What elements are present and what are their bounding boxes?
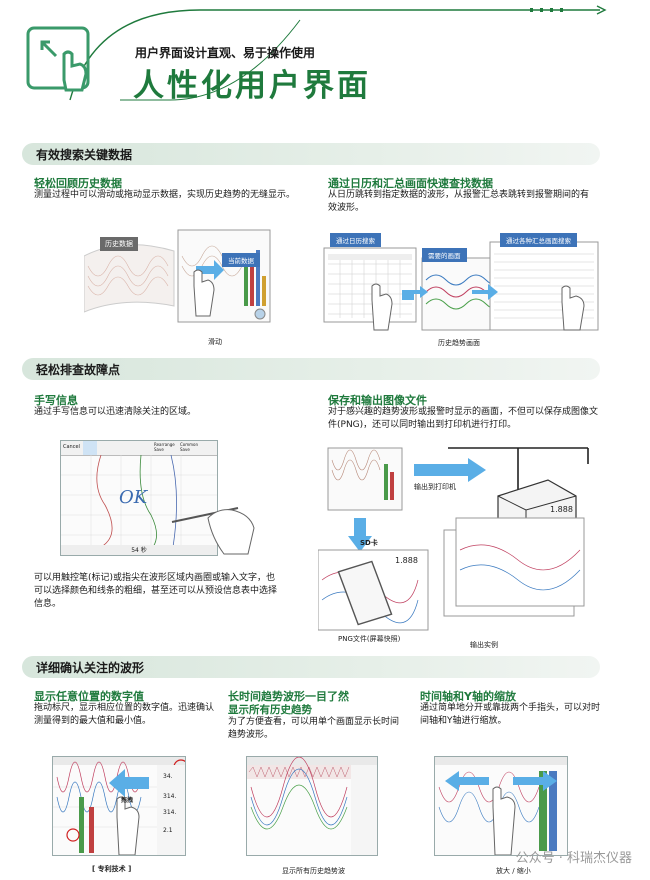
handwritten-ok: OK	[119, 487, 148, 508]
pen-icon[interactable]	[83, 441, 97, 455]
text-handwriting-detail: 可以用触控笔(标记)或指尖在波形区域内画圈或输入文字，也可以选择颜色和线条的粗细…	[34, 573, 278, 609]
watermark: 公众号 · 科瑞杰仪器	[515, 851, 632, 866]
all-history-trend	[247, 757, 377, 855]
subheading-all-history: 显示所有历史趋势	[228, 704, 312, 716]
section-bar-search: 有效搜索关键数据	[22, 143, 600, 165]
all-history-screen	[246, 756, 378, 856]
header-subtitle: 用户界面设计直观、易于操作使用	[135, 46, 316, 60]
handwriting-grid	[61, 455, 217, 547]
toolbar-common-save[interactable]: Common Save	[180, 442, 199, 452]
tag-summary-search: 通过各种汇总画面搜索	[500, 233, 577, 247]
value-display-png: 1.888	[395, 556, 418, 565]
image-output-illustration	[318, 447, 589, 631]
tag-current-data: 当前数据	[222, 253, 260, 267]
zoom-screen	[434, 756, 568, 856]
caption-history-trend: 历史趋势画面	[438, 339, 480, 347]
history-swipe-illustration	[84, 229, 271, 323]
stylus-hand-illustration	[171, 507, 255, 555]
cursor-value-1: 34.	[163, 773, 173, 780]
handwriting-toolbar: Cancel Rearrange Save Common Save	[61, 441, 217, 456]
page-title: 人性化用户界面	[133, 68, 371, 104]
caption-swipe: 滑动	[208, 338, 222, 346]
heading-zoom: 时间轴和Y轴的缩放	[420, 690, 516, 703]
caption-patent: [ 专利技术 ]	[92, 865, 132, 873]
tag-calendar-search: 通过日历搜索	[330, 233, 381, 247]
heading-image-output: 保存和输出图像文件	[328, 394, 427, 407]
marker-icon[interactable]	[97, 441, 111, 455]
toolbar-rearrange-save[interactable]: Rearrange Save	[154, 442, 175, 452]
cursor-value-4: 2.1	[163, 827, 173, 834]
section-bar-troubleshoot: 轻松排查故障点	[22, 358, 600, 380]
text-cursor-value: 拖动标尺，显示相应位置的数字值。迅速确认测量得到的最大值和最小值。	[34, 703, 215, 726]
color-icon[interactable]	[125, 441, 139, 455]
caption-all-history: 显示所有历史趋势波	[282, 867, 345, 875]
eraser-icon[interactable]	[111, 441, 125, 455]
heading-cursor-value: 显示任意位置的数字值	[34, 690, 144, 703]
tag-target-screen: 需要的画面	[422, 248, 467, 262]
heading-calendar: 通过日历和汇总画面快速查找数据	[328, 177, 493, 190]
caption-zoom: 放大 / 缩小	[496, 867, 531, 875]
text-zoom: 通过简单地分开或靠拢两个手指头，可以对时间轴和Y轴进行缩放。	[420, 703, 601, 726]
toolbar-cancel[interactable]: Cancel	[63, 444, 80, 450]
label-sd-card: SD卡	[360, 539, 378, 547]
line-width-icon[interactable]	[139, 441, 153, 455]
text-long-trend: 为了方便查看，可以用单个画面显示长时间趋势波形。	[228, 717, 400, 740]
caption-output-example: 输出实例	[470, 641, 498, 649]
text-handwriting: 通过手写信息可以迅速清除关注的区域。	[34, 407, 197, 417]
text-history: 测量过程中可以滑动或拖动显示数据，实现历史趋势的无缝显示。	[34, 190, 296, 200]
tag-history-data: 历史数据	[100, 237, 138, 251]
label-printer-output: 输出到打印机	[414, 483, 456, 491]
handwriting-screen: Cancel Rearrange Save Common Save OK 54 …	[60, 440, 218, 556]
section-title: 有效搜索关键数据	[36, 148, 133, 162]
section-title: 轻松排查故障点	[36, 363, 121, 377]
section-bar-waveform: 详细确认关注的波形	[22, 656, 600, 678]
label-drag: 拖拽	[121, 797, 134, 804]
touch-ui-icon	[26, 26, 90, 92]
section-title: 详细确认关注的波形	[36, 661, 145, 675]
zoom-trend	[435, 757, 567, 855]
heading-handwriting: 手写信息	[34, 394, 78, 407]
text-image-output: 对于感兴趣的趋势波形或报警时显示的画面，不但可以保存成图像文件(PNG)，还可以…	[328, 407, 599, 430]
cursor-trend	[53, 757, 185, 855]
calendar-summary-illustration	[323, 241, 599, 331]
time-label: 54 秒	[61, 545, 217, 555]
heading-history: 轻松回顾历史数据	[34, 177, 122, 190]
cursor-value-2: 314.	[163, 793, 177, 800]
text-calendar: 从日历跳转到指定数据的波形，从报警汇总表跳转到报警期间的有效波形。	[328, 190, 590, 213]
heading-long-trend: 长时间趋势波形一目了然	[228, 690, 349, 703]
cursor-value-3: 314.	[163, 809, 177, 816]
cursor-screen: 拖拽 34. 314. 314. 2.1	[52, 756, 186, 856]
caption-png-file: PNG文件(屏幕快照)	[338, 635, 401, 643]
value-display-output: 1.888	[550, 505, 573, 514]
